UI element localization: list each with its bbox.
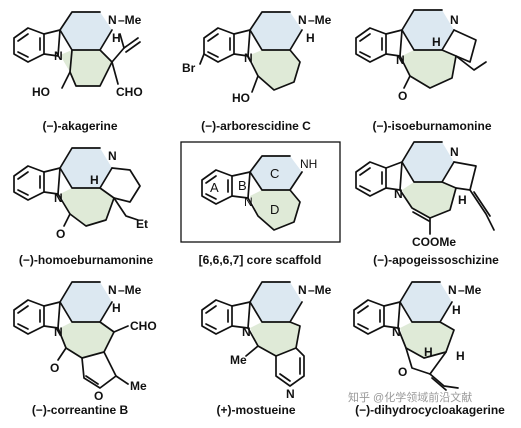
compound-akagerine: N N –Me H HO CHO (−)-akagerine bbox=[13, 11, 143, 133]
homoeburnamonine-atom-n-indole: N bbox=[54, 191, 63, 205]
arborescidine-name: (−)-arborescidine C bbox=[201, 119, 311, 133]
akagerine-atom-me: –Me bbox=[118, 13, 142, 27]
ring-label-b: B bbox=[238, 178, 247, 193]
mostueine-atom-me: –Me bbox=[308, 283, 332, 297]
isoeburnamonine-atom-h: H bbox=[432, 35, 441, 49]
apogeissoschizine-atom-coome: COOMe bbox=[412, 235, 456, 249]
watermark: 知乎 @化学领域前沿文献 bbox=[348, 390, 472, 404]
homoeburnamonine-atom-et: Et bbox=[136, 217, 148, 231]
akagerine-atom-h: H bbox=[112, 31, 121, 45]
scaffold-atom-nh: NH bbox=[300, 157, 317, 171]
homoeburnamonine-name: (−)-homoeburnamonine bbox=[19, 253, 154, 267]
dihydrocycloakagerine-atom-me: –Me bbox=[458, 283, 482, 297]
apogeissoschizine-atom-n-indole: N bbox=[394, 187, 403, 201]
arborescidine-atom-h: H bbox=[306, 31, 315, 45]
core-scaffold: A B C D N NH [6,6,6,7] core scaffold bbox=[180, 141, 341, 267]
apogeissoschizine-atom-n: N bbox=[450, 145, 459, 159]
isoeburnamonine-atom-o: O bbox=[398, 89, 407, 103]
correantine-name: (−)-correantine B bbox=[32, 403, 129, 417]
compound-mostueine: N N –Me N Me (+)-mostueine bbox=[201, 281, 332, 417]
dihydrocycloakagerine-atom-n: N bbox=[448, 283, 457, 297]
scaffold-name: [6,6,6,7] core scaffold bbox=[199, 253, 322, 267]
homoeburnamonine-atom-o: O bbox=[56, 227, 65, 241]
mostueine-atom-n-pyridine: N bbox=[286, 387, 295, 401]
ring-label-d: D bbox=[270, 202, 279, 217]
mostueine-name: (+)-mostueine bbox=[216, 403, 295, 417]
correantine-atom-me: –Me bbox=[118, 283, 142, 297]
apogeissoschizine-atom-h: H bbox=[458, 193, 467, 207]
homoeburnamonine-atom-h: H bbox=[90, 173, 99, 187]
compound-dihydrocycloakagerine: N N –Me H O H H (−)-dihydrocycloakagerin… bbox=[353, 281, 505, 417]
correantine-atom-cho: CHO bbox=[130, 319, 157, 333]
arborescidine-atom-br: Br bbox=[182, 61, 196, 75]
apogeissoschizine-name: (−)-apogeissoschizine bbox=[373, 253, 499, 267]
correantine-atom-o-ring: O bbox=[94, 389, 103, 403]
arborescidine-atom-n: N bbox=[298, 13, 307, 27]
isoeburnamonine-atom-n-indole: N bbox=[396, 53, 405, 67]
arborescidine-atom-ho: HO bbox=[232, 91, 250, 105]
dihydrocycloakagerine-atom-n-indole: N bbox=[392, 325, 401, 339]
ring-label-c: C bbox=[270, 166, 279, 181]
akagerine-atom-cho: CHO bbox=[116, 85, 143, 99]
correantine-atom-o-carbonyl: O bbox=[50, 361, 59, 375]
isoeburnamonine-name: (−)-isoeburnamonine bbox=[372, 119, 491, 133]
isoeburnamonine-atom-n: N bbox=[450, 13, 459, 27]
compound-correantine-b: N N –Me H O O CHO Me (−)-correantine B bbox=[13, 281, 157, 417]
akagerine-name: (−)-akagerine bbox=[42, 119, 117, 133]
dihydrocycloakagerine-atom-h1: H bbox=[452, 303, 461, 317]
mostueine-atom-n: N bbox=[298, 283, 307, 297]
compound-isoeburnamonine: N N H O (−)-isoeburnamonine bbox=[355, 9, 492, 133]
akagerine-atom-n: N bbox=[108, 13, 117, 27]
correantine-atom-h: H bbox=[112, 301, 121, 315]
dihydrocycloakagerine-atom-h2: H bbox=[424, 345, 433, 359]
correantine-atom-n-indole: N bbox=[54, 325, 63, 339]
mostueine-atom-n-indole: N bbox=[242, 325, 251, 339]
ring-label-a: A bbox=[210, 180, 219, 195]
dihydrocycloakagerine-atom-o: O bbox=[398, 365, 407, 379]
arborescidine-atom-me: –Me bbox=[308, 13, 332, 27]
compound-apogeissoschizine: N N H COOMe (−)-apogeissoschizine bbox=[355, 141, 499, 267]
arborescidine-atom-n-indole: N bbox=[244, 51, 253, 65]
akagerine-atom-ho: HO bbox=[32, 85, 50, 99]
scaffold-atom-n: N bbox=[244, 195, 253, 209]
dihydrocycloakagerine-atom-h3: H bbox=[456, 349, 465, 363]
compound-homoeburnamonine: N N H O Et (−)-homoeburnamonine bbox=[13, 147, 154, 267]
correantine-atom-methyl: Me bbox=[130, 379, 147, 393]
homoeburnamonine-atom-n: N bbox=[108, 149, 117, 163]
akagerine-atom-n-indole: N bbox=[54, 49, 63, 63]
compound-arborescidine-c: N N –Me H Br HO (−)-arborescidine C bbox=[182, 11, 332, 133]
mostueine-atom-methyl: Me bbox=[230, 353, 247, 367]
correantine-atom-n: N bbox=[108, 283, 117, 297]
dihydrocycloakagerine-name: (−)-dihydrocycloakagerine bbox=[355, 403, 505, 417]
